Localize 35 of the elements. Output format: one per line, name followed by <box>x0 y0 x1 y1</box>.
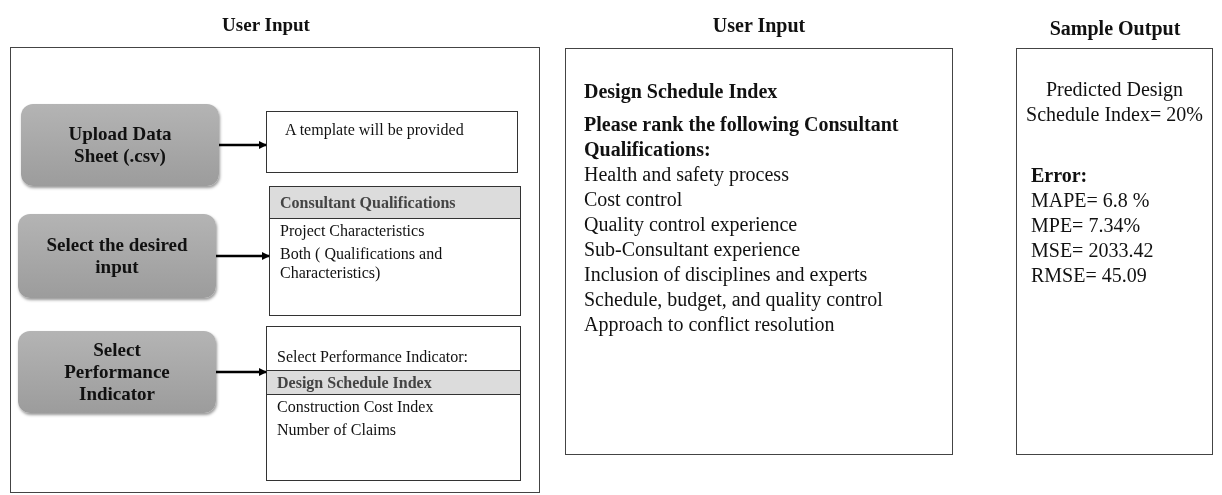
prediction-text: Predicted Design Schedule Index= 20% <box>1025 77 1204 127</box>
text-line: A template will be provided <box>284 120 465 141</box>
arrow <box>216 368 267 376</box>
option-text: Both ( Qualifications and Characteristics) <box>279 244 444 284</box>
upload-button: Upload Data Sheet (.csv) <box>21 104 219 186</box>
option-text: Number of Claims <box>276 420 398 440</box>
error-heading: Error: <box>1030 163 1089 188</box>
option-text: Select Performance Indicator: <box>276 347 470 367</box>
question-text: Please rank the following Consultant Qualifications: <box>584 112 900 162</box>
arrow <box>216 252 270 260</box>
text-line: Inclusion of disciplines and experts <box>584 262 869 287</box>
option-text: Project Characteristics <box>279 221 426 242</box>
options-list <box>269 186 521 316</box>
text-line: RMSE= 45.09 <box>1030 263 1148 288</box>
text-line: Health and safety process <box>584 162 790 187</box>
panel-heading: User Input <box>222 14 310 36</box>
text-line: Sub-Consultant experience <box>584 237 802 262</box>
text-line: MPE= 7.34% <box>1030 213 1142 238</box>
options-list <box>266 326 521 481</box>
arrow <box>219 141 267 149</box>
text-line: Schedule, budget, and quality control <box>584 287 884 312</box>
section-title: Design Schedule Index <box>584 79 779 104</box>
selected-option: Design Schedule Index <box>267 370 520 395</box>
select-indicator-button: Select Performance Indicator <box>18 331 216 413</box>
select-input-button: Select the desired input <box>18 214 216 298</box>
option-text: Construction Cost Index <box>276 397 435 417</box>
selected-option: Consultant Qualifications <box>270 187 520 219</box>
text-line: MSE= 2033.42 <box>1030 238 1155 263</box>
text-line: MAPE= 6.8 % <box>1030 188 1151 213</box>
info-box <box>266 111 518 173</box>
text-line: Quality control experience <box>584 212 799 237</box>
text-line: Cost control <box>584 187 684 212</box>
panel-heading: User Input <box>712 13 806 38</box>
text-line: Approach to conflict resolution <box>584 312 836 337</box>
panel-heading: Sample Output <box>1049 16 1181 41</box>
